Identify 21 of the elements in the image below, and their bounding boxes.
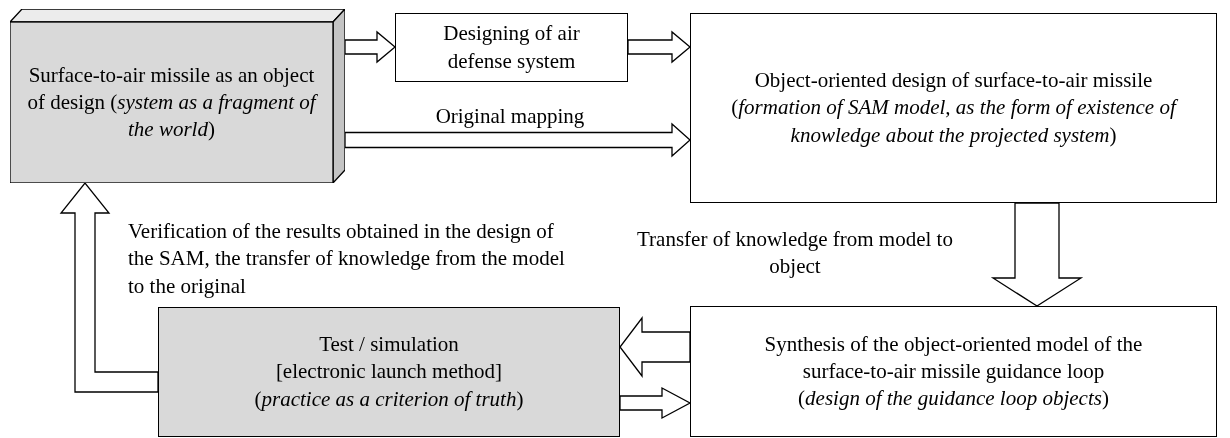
- node-text: [electronic launch method]: [275, 358, 503, 386]
- node-text: Test / simulation: [319, 331, 459, 359]
- process-box: [158, 307, 620, 437]
- node-text: Designing of air defense system: [442, 20, 581, 75]
- node-text: (design of the guidance loop objects): [798, 385, 1109, 413]
- block-arrow: [990, 202, 1084, 307]
- edge-label: Verification of the results obtained in the design of the SAM, the transfer of knowledge from the model to the original: [128, 218, 566, 300]
- node-text: (practice as a criterion of truth): [254, 385, 524, 413]
- edge-label: Transfer of knowledge from model to object: [636, 226, 954, 281]
- process-box: [690, 306, 1217, 437]
- node-text: Object-oriented design of surface-to-air missile (formation of SAM model, as the form of existence of knowledge about the projected system): [731, 67, 1176, 149]
- process-box: [395, 13, 628, 82]
- process-box: [690, 13, 1217, 203]
- block-arrow: [619, 386, 692, 420]
- block-arrow: [344, 122, 691, 158]
- edge-label: Original mapping: [434, 103, 586, 130]
- block-arrow: [627, 30, 691, 64]
- block-arrow: [59, 181, 159, 393]
- node-text: Surface-to-air missile as an object of design (system as a fragment of the world): [26, 61, 319, 144]
- block-arrow: [619, 316, 691, 378]
- block-arrow: [344, 30, 396, 64]
